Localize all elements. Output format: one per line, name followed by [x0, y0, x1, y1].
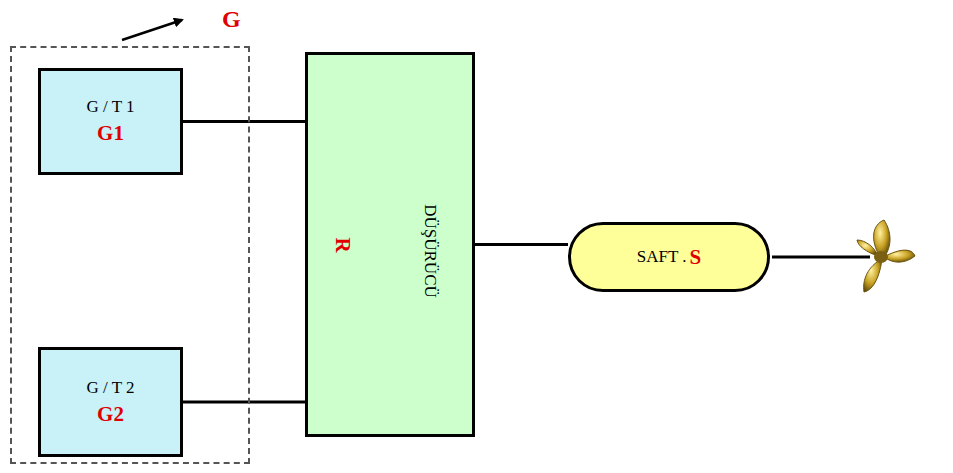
shaft-pill: SAFT .S	[568, 222, 770, 292]
propeller-symbol	[857, 220, 915, 292]
turbine-box: G / T 1 G1	[38, 68, 183, 175]
unit-code: R	[330, 237, 355, 252]
unit-name: G / T 2	[86, 378, 134, 398]
group-arrow	[122, 20, 182, 40]
unit-name: DÜŞÜRÜCÜ	[420, 204, 440, 298]
unit-code: G2	[97, 402, 124, 427]
reducer-box: DÜŞÜRÜCÜ R	[305, 52, 475, 437]
connector-line	[183, 401, 305, 404]
unit-code: S	[690, 245, 702, 270]
group-outline: GG / T 1G1G / T 2G2	[10, 46, 250, 464]
unit-name: G / T 1	[86, 97, 134, 117]
turbine-box: G / T 2 G2	[38, 347, 183, 457]
unit-code: G1	[97, 121, 124, 146]
unit-name: SAFT .	[637, 247, 687, 267]
connector-line	[475, 243, 568, 246]
connector-line	[183, 120, 305, 123]
group-label: G	[222, 6, 241, 33]
shaft-line	[772, 256, 870, 259]
